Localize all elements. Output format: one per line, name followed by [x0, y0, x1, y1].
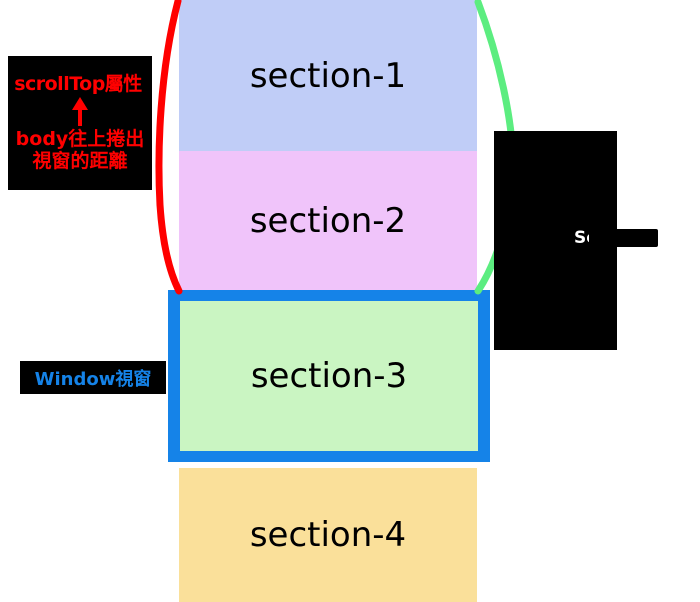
right-annotation-redaction-bar: [589, 229, 658, 247]
scrolltop-annotation-line-1: scrollTop屬性: [14, 73, 142, 96]
section-label-2: section-2: [249, 200, 407, 241]
window-viewport-frame: section-3: [168, 290, 490, 462]
scrolltop-annotation: scrollTop屬性 body往上捲出 視窗的距離: [8, 56, 152, 190]
section-label-4: section-4: [249, 515, 407, 555]
scrolltop-annotation-line-3: 視窗的距離: [32, 149, 128, 172]
section-block-1: section-1: [179, 0, 477, 151]
section-label-3: section-3: [250, 356, 408, 396]
section-block-3: section-3: [180, 301, 478, 451]
section-block-2: section-2: [179, 151, 477, 290]
window-label-text: Window視窗: [34, 368, 152, 390]
section-label-1: section-1: [249, 55, 407, 96]
scrolltop-annotation-line-2: body往上捲出: [15, 128, 145, 151]
left-red-brace-curve: [155, 0, 183, 295]
window-label: Window視窗: [20, 361, 166, 394]
section-block-4: section-4: [179, 468, 477, 602]
up-arrow-icon: [72, 97, 88, 127]
